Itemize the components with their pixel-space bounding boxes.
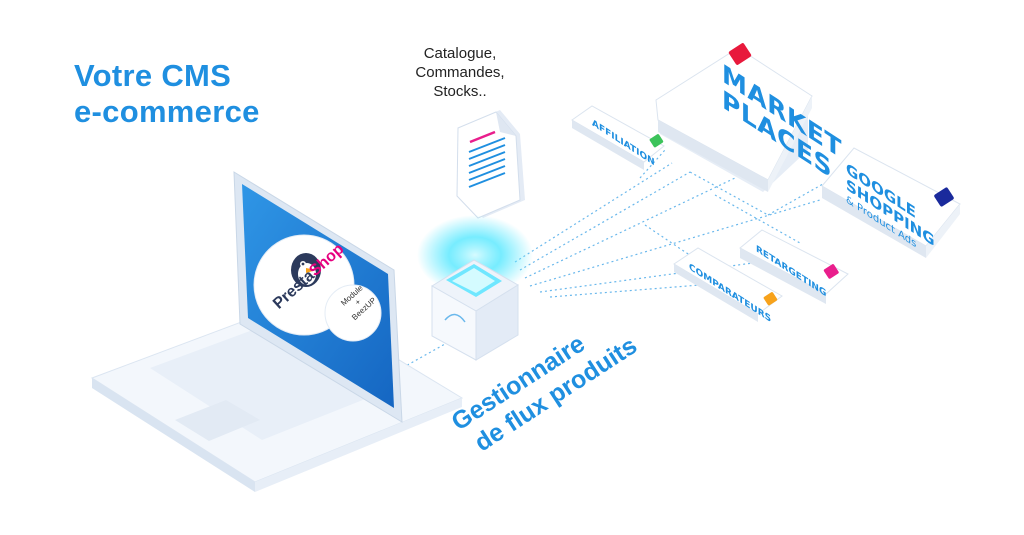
trackpad [175,400,260,441]
google-shopping-card [821,147,961,258]
cms-title-line2: e-commerce [74,94,260,129]
cart-icon [728,43,752,65]
marketplaces-card [655,43,813,192]
cms-title: Votre CMS e-commerce [74,58,260,130]
module-circle [324,284,382,342]
penguin-mascot [291,253,321,287]
affiliation-icon [649,134,664,148]
comparateurs-icon [763,292,778,306]
retargeting-card [739,229,849,304]
data-caption: Catalogue, Commandes, Stocks.. [392,44,528,101]
data-caption-line1: Catalogue, [423,45,497,62]
data-caption-line3: Stocks.. [433,83,487,100]
document-icon [456,110,525,219]
retargeting-icon [823,264,839,279]
keyboard [150,318,398,440]
affiliation-card [571,105,665,170]
comparateurs-card [673,247,783,322]
cart-icon-google [934,187,954,207]
laptop-base-edge [92,378,255,492]
feed-manager-box [417,215,533,361]
cms-title-line1: Votre CMS [74,58,232,93]
data-caption-line2: Commandes, [415,64,505,81]
laptop [90,171,464,492]
